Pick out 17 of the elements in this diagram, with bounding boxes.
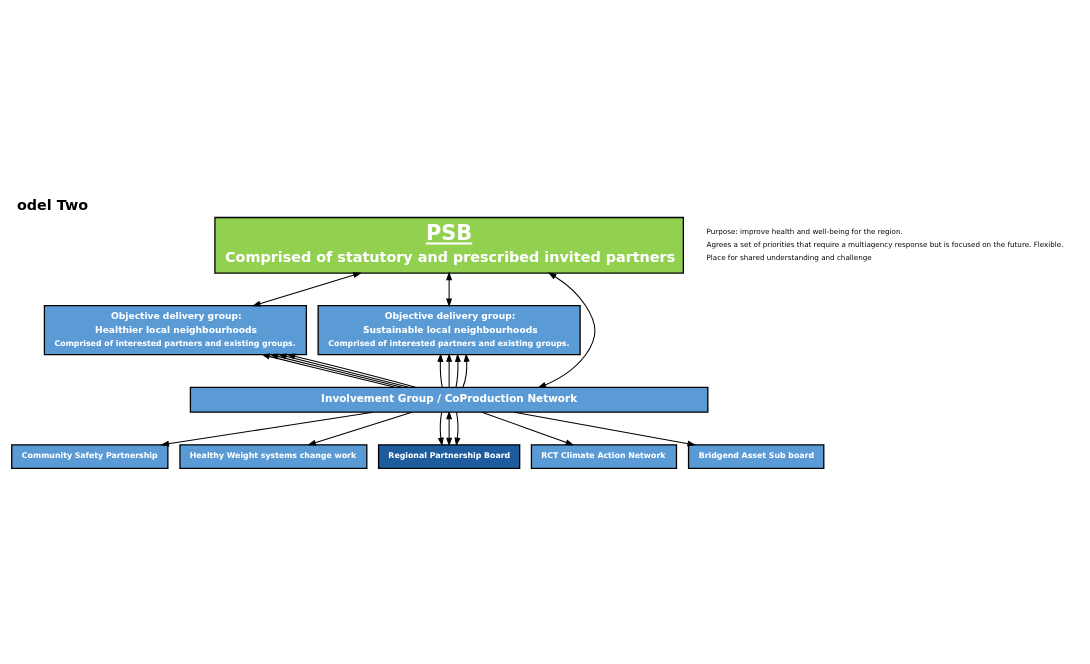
arrow xyxy=(437,352,444,388)
node-box: Involvement Group / CoProduction Network xyxy=(189,386,709,413)
arrow xyxy=(481,411,575,445)
arrow xyxy=(454,352,461,388)
arrow xyxy=(160,411,374,447)
arrow xyxy=(462,352,470,388)
arrow xyxy=(446,271,453,307)
arrow xyxy=(513,411,697,447)
arrow xyxy=(446,352,453,388)
arrow xyxy=(307,411,413,446)
diagram-title: odel Two xyxy=(16,196,89,213)
node-box: PSB Comprised of statutory and prescribed invited partners xyxy=(214,216,684,274)
arrow xyxy=(251,271,362,307)
arrow xyxy=(437,411,444,446)
arrow xyxy=(537,271,596,388)
arrow xyxy=(446,410,453,446)
arrow xyxy=(454,411,461,446)
